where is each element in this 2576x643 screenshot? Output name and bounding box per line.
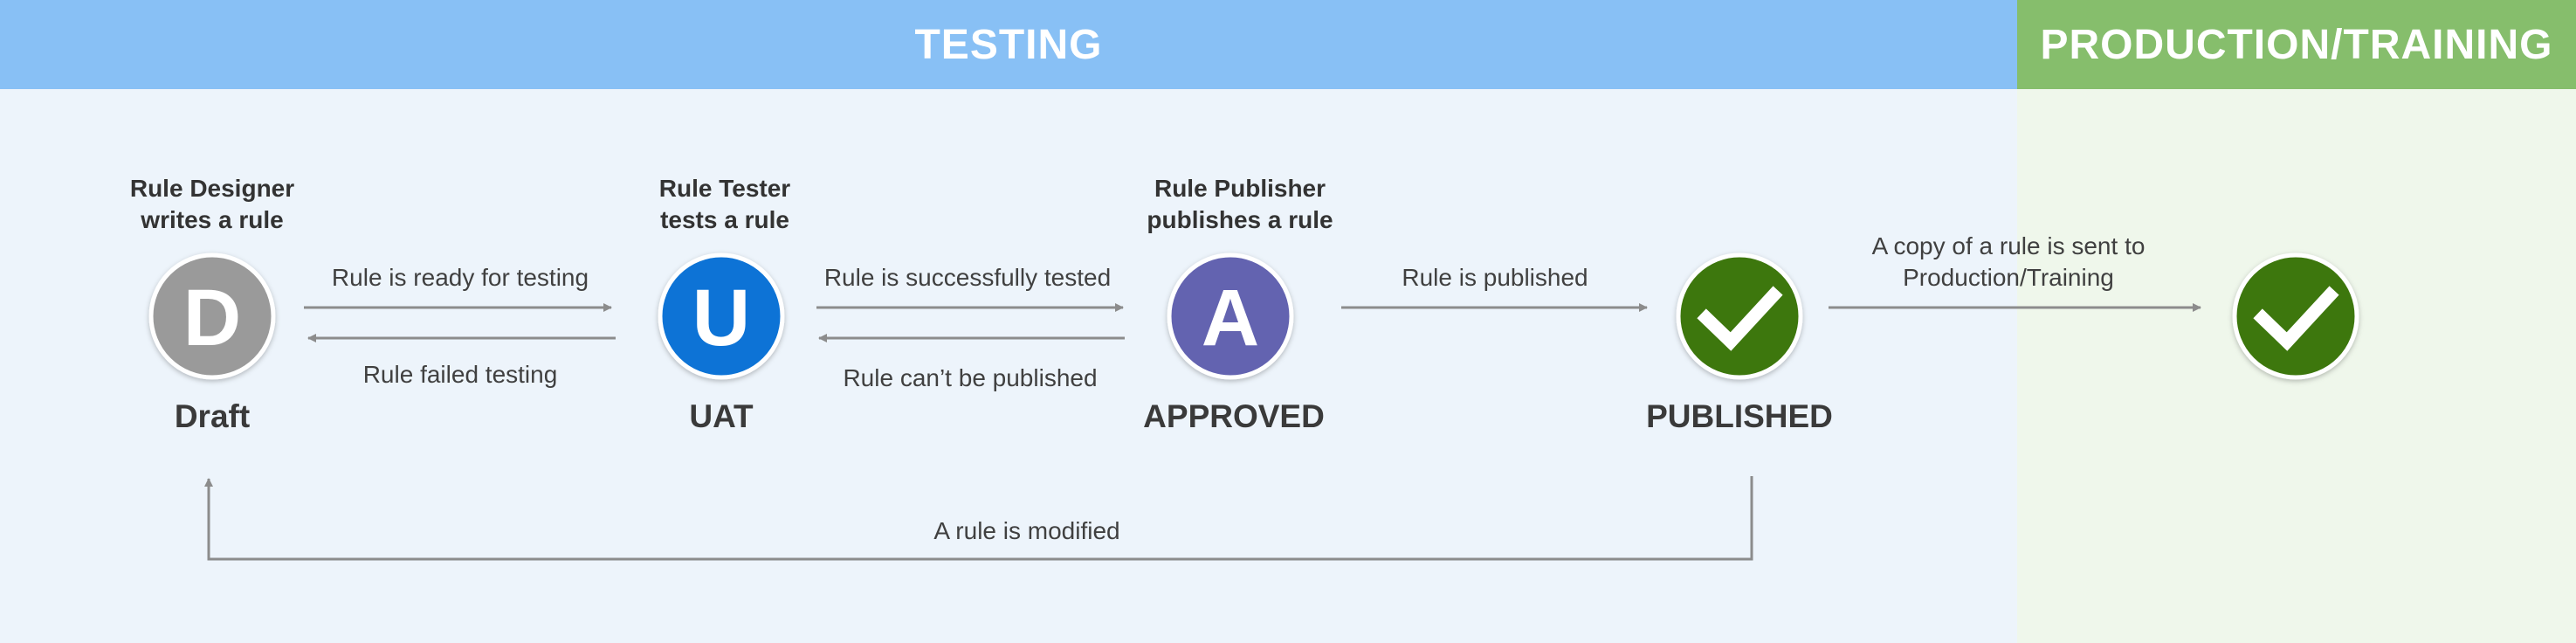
label-published-to-production-line2: Production/Training (1903, 264, 2114, 291)
label-published-to-draft: A rule is modified (933, 517, 1120, 544)
role-approved: Rule Publisher publishes a rule (1147, 173, 1333, 236)
label-published-to-production-line1: A copy of a rule is sent to (1871, 232, 2146, 259)
role-draft: Rule Designer writes a rule (130, 173, 294, 236)
node-letter-approved: A (1202, 273, 1259, 363)
checkmark-icon (1697, 286, 1783, 351)
label-approved-to-published: Rule is published (1402, 264, 1588, 291)
node-draft: D (148, 252, 276, 380)
role-draft-line2: writes a rule (141, 206, 284, 233)
label-approved-to-uat: Rule can’t be published (843, 364, 1098, 391)
arrow-published-to-draft (204, 476, 1753, 561)
role-approved-line2: publishes a rule (1147, 206, 1333, 233)
state-published: PUBLISHED (1646, 398, 1833, 434)
label-uat-to-draft: Rule failed testing (362, 361, 558, 388)
role-uat: Rule Tester tests a rule (659, 173, 790, 236)
state-uat: UAT (689, 398, 754, 434)
node-production (2232, 252, 2359, 380)
node-letter-uat: U (692, 273, 750, 363)
label-published-to-production: A copy of a rule is sent to Production/T… (1872, 231, 2146, 294)
node-published (1676, 252, 1803, 380)
checkmark-icon (2253, 286, 2339, 351)
node-uat: U (658, 252, 785, 380)
role-draft-line1: Rule Designer (129, 175, 295, 202)
label-uat-to-approved: Rule is successfully tested (823, 264, 1112, 291)
state-approved: APPROVED (1143, 398, 1325, 434)
production-header: PRODUCTION/TRAINING (2017, 0, 2576, 89)
role-uat-line1: Rule Tester (658, 175, 791, 202)
role-uat-line2: tests a rule (660, 206, 789, 233)
label-draft-to-uat: Rule is ready for testing (331, 264, 589, 291)
node-approved: A (1167, 252, 1294, 380)
role-approved-line1: Rule Publisher (1154, 175, 1326, 202)
testing-header: TESTING (0, 0, 2017, 89)
state-draft: Draft (174, 398, 251, 434)
node-letter-draft: D (183, 273, 241, 363)
